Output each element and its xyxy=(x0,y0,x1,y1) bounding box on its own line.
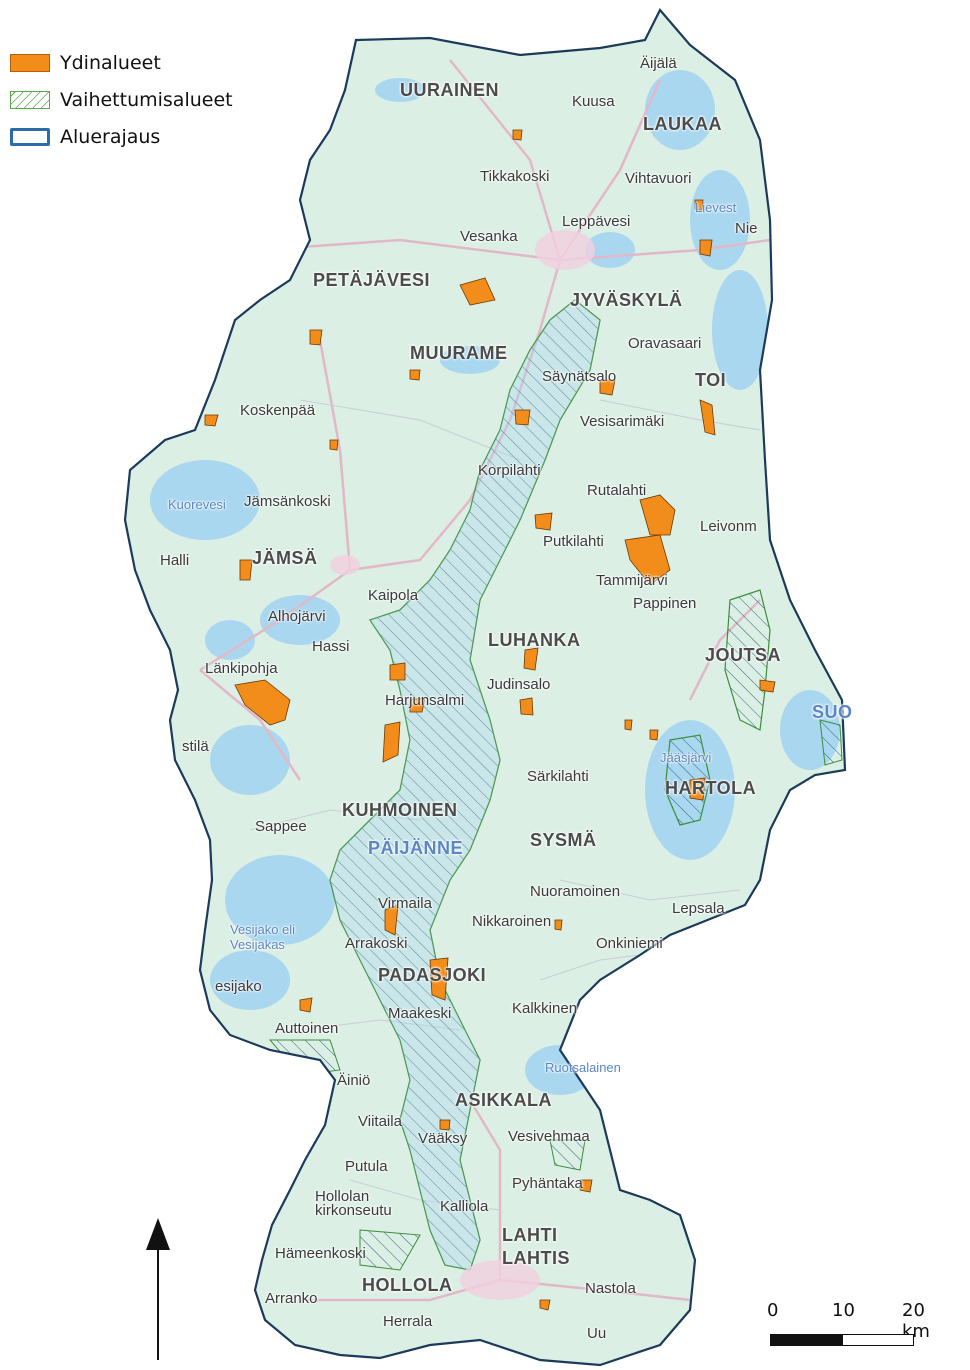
place-label: Onkiniemi xyxy=(596,935,663,952)
place-label: KUHMOINEN xyxy=(342,800,458,820)
place-label: Putkilahti xyxy=(543,533,604,550)
place-label: Äijälä xyxy=(640,55,677,72)
place-label: Nuoramoinen xyxy=(530,883,621,900)
place-label: Halli xyxy=(160,552,190,569)
place-label: Nikkaroinen xyxy=(472,913,552,930)
place-label: Jämsänkoski xyxy=(244,493,331,510)
scale-segment-black xyxy=(770,1334,842,1346)
place-label: Kalliola xyxy=(440,1198,489,1215)
place-label: Kalkkinen xyxy=(512,1000,578,1017)
place-label: Lievest xyxy=(695,200,737,215)
place-label: PÄIJÄNNE xyxy=(368,838,464,858)
core-areas xyxy=(204,129,776,1311)
legend-core-label: Ydinalueet xyxy=(60,51,161,74)
place-label: Äiniö xyxy=(337,1072,371,1089)
place-label: Kuusa xyxy=(572,93,615,110)
place-label: stilä xyxy=(182,738,209,755)
place-label: Tammijärvi xyxy=(596,572,668,589)
transition-zones xyxy=(268,299,843,1271)
place-label: Vesivehmaa xyxy=(508,1128,590,1145)
place-label: Hassi xyxy=(312,638,350,655)
place-label: Vesanka xyxy=(460,228,518,245)
place-label: Kuorevesi xyxy=(168,497,226,512)
place-label: Nastola xyxy=(585,1280,636,1297)
place-label: Judinsalo xyxy=(487,676,551,693)
place-label: Rutalahti xyxy=(587,482,647,499)
place-label: LAHTIS xyxy=(502,1248,570,1268)
place-label: Tikkakoski xyxy=(480,168,550,185)
place-label: Länkipohja xyxy=(205,660,278,677)
place-label: Leivonm xyxy=(700,518,757,535)
place-label: LAUKAA xyxy=(643,114,722,134)
place-label: Auttoinen xyxy=(275,1020,339,1037)
boundary-swatch-icon xyxy=(10,127,50,146)
legend-core: Ydinalueet xyxy=(10,44,233,81)
place-label: Vesisarimäki xyxy=(580,413,665,430)
place-label: Viitaila xyxy=(358,1113,402,1130)
place-label: Pappinen xyxy=(633,595,697,612)
place-label: Maakeski xyxy=(388,1005,452,1022)
place-label: Jääsjärvi xyxy=(660,750,712,765)
place-label: Arranko xyxy=(265,1290,318,1307)
place-label: Hollolan kirkonseutu xyxy=(315,1188,392,1219)
scale-tick-0: 0 xyxy=(767,1300,779,1321)
place-label: Virmaila xyxy=(378,895,432,912)
place-label: JÄMSÄ xyxy=(252,548,318,568)
legend: Ydinalueet Vaihettumisalueet Aluerajaus xyxy=(10,44,233,155)
place-label: Vihtavuori xyxy=(625,170,692,187)
legend-transition: Vaihettumisalueet xyxy=(10,81,233,118)
place-label: LUHANKA xyxy=(488,630,581,650)
map-content xyxy=(150,59,843,1311)
place-label: HOLLOLA xyxy=(362,1275,453,1295)
scale-tick-10: 10 xyxy=(832,1300,855,1321)
place-label: Koskenpää xyxy=(240,402,316,419)
transition-swatch-icon xyxy=(10,90,50,109)
place-label: Arrakoski xyxy=(345,935,408,952)
place-label: esijako xyxy=(215,978,262,995)
place-label: Särkilahti xyxy=(527,768,589,785)
place-label: Kaipola xyxy=(368,587,419,604)
place-label: Ruotsalainen xyxy=(545,1060,621,1075)
place-label: MUURAME xyxy=(410,343,508,363)
lakes xyxy=(150,70,840,1095)
place-label: Pyhäntaka xyxy=(512,1175,583,1192)
place-label: Herrala xyxy=(383,1313,433,1330)
place-label: Lepsala xyxy=(672,900,725,917)
place-label: JOUTSA xyxy=(705,645,782,665)
place-label: Harjunsalmi xyxy=(385,692,465,709)
place-label: Nie xyxy=(735,220,758,237)
place-label: UURAINEN xyxy=(400,80,500,100)
place-label: SUO xyxy=(812,702,853,722)
place-label: SYSMÄ xyxy=(530,830,597,850)
place-label: Sappee xyxy=(255,818,307,835)
place-label: PADASJOKI xyxy=(378,965,487,985)
place-label: Putula xyxy=(345,1158,388,1175)
place-label: Vääksy xyxy=(418,1130,468,1147)
scale-segment-white xyxy=(842,1334,914,1346)
place-label: Korpilahti xyxy=(478,462,541,479)
place-label: TOI xyxy=(695,370,727,390)
place-label: HARTOLA xyxy=(665,778,757,798)
place-label: Uu xyxy=(587,1325,607,1342)
core-swatch-icon xyxy=(10,53,50,72)
place-label: Oravasaari xyxy=(628,335,702,352)
legend-boundary: Aluerajaus xyxy=(10,118,233,155)
place-label: LAHTI xyxy=(502,1225,558,1245)
place-label: Leppävesi xyxy=(562,213,631,230)
urban-areas xyxy=(330,230,595,1300)
place-label: JYVÄSKYLÄ xyxy=(570,290,683,310)
legend-transition-label: Vaihettumisalueet xyxy=(60,88,233,111)
north-arrow-icon xyxy=(146,1218,170,1360)
place-label: Alhojärvi xyxy=(268,608,326,625)
place-label: Vesijako eli Vesijakas xyxy=(230,922,296,952)
place-label: Säynätsalo xyxy=(542,368,617,385)
legend-boundary-label: Aluerajaus xyxy=(60,125,161,148)
place-label: ASIKKALA xyxy=(455,1090,552,1110)
place-label: PETÄJÄVESI xyxy=(313,270,431,290)
place-label: Hämeenkoski xyxy=(275,1245,366,1262)
